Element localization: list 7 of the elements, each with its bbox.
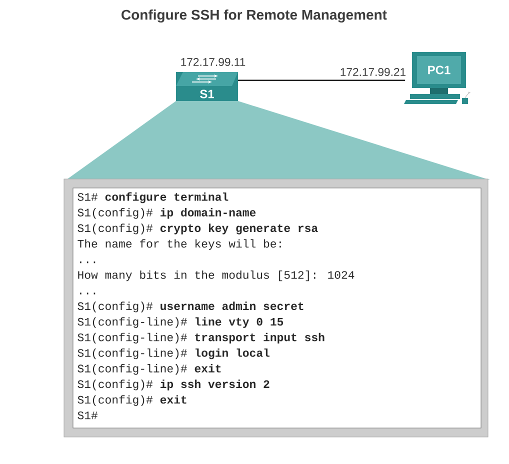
computer: PC1 <box>404 52 470 104</box>
ip-address: 172.17.99.21 <box>340 68 406 76</box>
terminal-window: S1# configure terminal S1(config)# ip domain-name S1(config)# crypto key generate rsa The name for the keys will be: ... How many bits in the modulus [512]: 1024 ... S1(config)# username admin secret S1(config-line)# line vty 0 15 S1(config-line)# transport input ssh S1(config-line)# login local S1(config-line)# exit S1(config)# ip ssh version 2 S1(config)# exit S1# <box>64 101 490 438</box>
switch: S1 <box>176 72 238 101</box>
title: Configure SSH for Remote Management <box>122 9 387 23</box>
link-line <box>238 80 406 81</box>
ip-address: 172.17.99.11 <box>181 58 246 66</box>
